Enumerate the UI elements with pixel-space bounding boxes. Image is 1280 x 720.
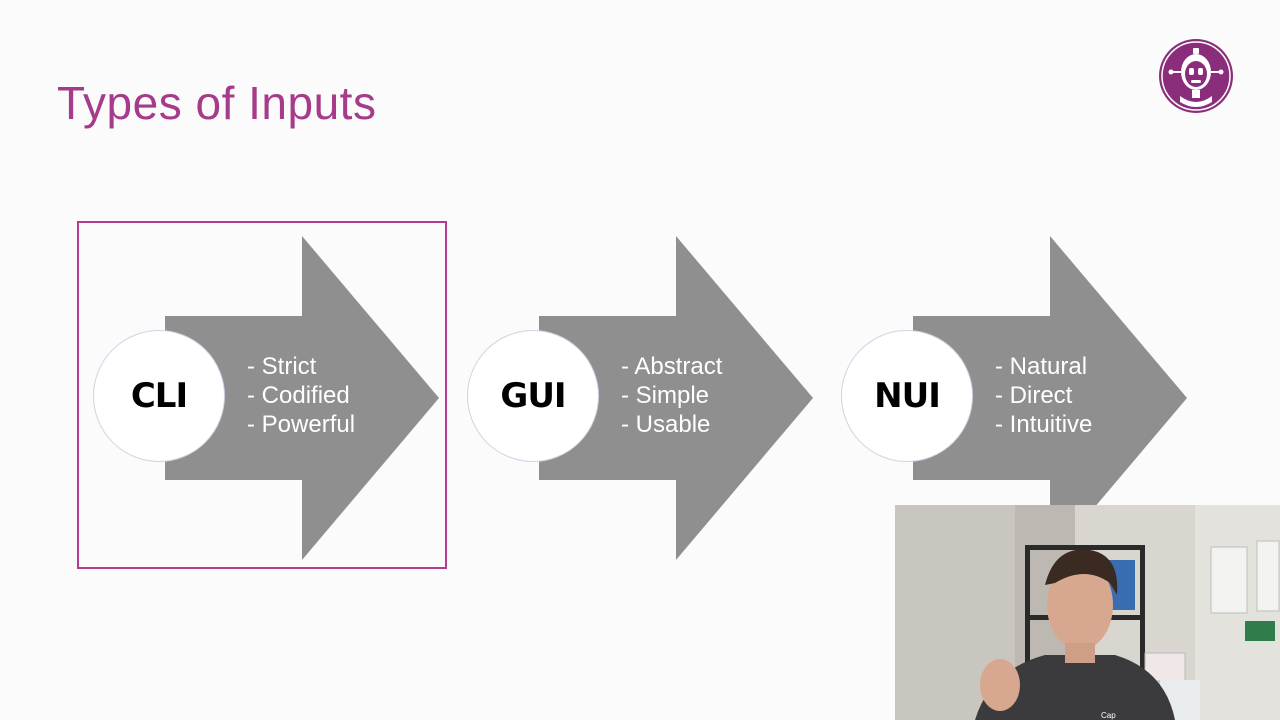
trait-item: Abstract [621,352,722,381]
trait-item: Usable [621,410,722,439]
input-type-circle: NUI [841,330,973,462]
trait-item: Direct [995,381,1092,410]
input-type-label: CLI [130,376,188,416]
input-type-gui: GUI Abstract Simple Usable [451,236,813,560]
input-type-cli: CLI Strict Codified Powerful [77,236,439,560]
trait-list: Natural Direct Intuitive [995,352,1093,439]
presenter-webcam: Cap [895,505,1280,720]
slide-title: Types of Inputs [57,77,377,129]
trait-item: Natural [995,352,1092,381]
input-type-label: NUI [874,376,941,416]
trait-item: Powerful [247,410,355,439]
trait-item: Codified [247,381,355,410]
trait-item: Simple [621,381,722,410]
trait-item: Strict [247,352,355,381]
presenter-video-frame [895,505,1280,720]
trait-list: Abstract Simple Usable [621,352,722,439]
input-type-nui: NUI Natural Direct Intuitive [825,236,1187,560]
input-type-circle: CLI [93,330,225,462]
trait-list: Strict Codified Powerful [247,352,355,439]
shirt-logo-text: Cap [1101,711,1116,720]
trait-item: Intuitive [995,410,1093,439]
selected-input-highlight [77,221,447,569]
input-type-label: GUI [500,376,566,416]
input-type-circle: GUI [467,330,599,462]
robot-logo-icon [1159,39,1233,113]
